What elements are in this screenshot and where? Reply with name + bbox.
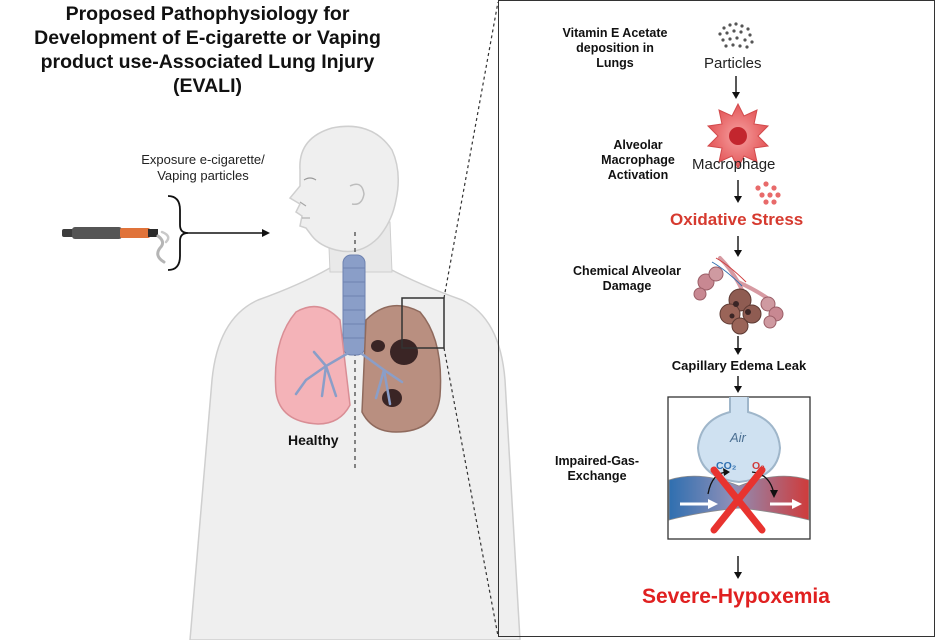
head	[288, 125, 399, 253]
o2-label: O₂	[752, 460, 765, 472]
zoom-line-top	[443, 1, 499, 299]
healthy-label: Healthy	[288, 432, 339, 448]
damaged-lung	[360, 304, 442, 433]
title-line: (EVALI)	[173, 75, 242, 97]
macrophage-icon	[706, 102, 770, 170]
zoom-line-bottom	[443, 347, 499, 637]
step-line: deposition in	[576, 41, 654, 55]
page-title: Proposed Pathophysiology for Development…	[0, 2, 415, 98]
step-line: Exchange	[567, 469, 627, 483]
air-label: Air	[730, 430, 746, 445]
zoom-box	[401, 297, 445, 349]
capillary-label: Capillary Edema Leak	[664, 358, 814, 373]
e-cigarette-icon	[62, 227, 170, 264]
step-line: Damage	[602, 279, 652, 293]
flow-arrows	[732, 76, 742, 579]
trachea	[342, 254, 366, 356]
title-line: Proposed Pathophysiology for	[65, 3, 350, 25]
ros-dots-icon	[755, 181, 781, 205]
co2-label: CO₂	[716, 460, 737, 472]
step-vitamin-label: Vitamin E Acetate deposition in Lungs	[540, 26, 690, 71]
exposure-label: Exposure e-cigarette/ Vaping particles	[128, 152, 278, 184]
exposure-arrowhead	[262, 229, 270, 237]
macrophage-label: Macrophage	[692, 156, 776, 173]
step-alveolar-label: Alveolar Macrophage Activation	[588, 138, 688, 183]
exposure-bracket	[167, 195, 189, 271]
step-line: Capillary Edema Leak	[671, 358, 807, 373]
zoom-panel	[498, 0, 935, 637]
step-line: Vitamin E Acetate	[562, 26, 668, 40]
damaged-alveoli-icon	[693, 256, 784, 335]
title-line: Development of E-cigarette or Vaping	[34, 27, 381, 49]
oxidative-stress-label: Oxidative Stress	[670, 210, 804, 229]
eye	[303, 177, 317, 181]
step-chemical-label: Chemical Alveolar Damage	[562, 264, 692, 294]
exposure-line: Vaping particles	[157, 168, 249, 183]
gas-exchange-diagram	[667, 396, 811, 540]
step-line: Activation	[607, 168, 669, 182]
ear	[349, 183, 365, 206]
block-x-b	[710, 466, 766, 534]
step-line: Impaired-Gas-	[554, 454, 640, 468]
step-gas-label: Impaired-Gas- Exchange	[542, 454, 652, 484]
step-line: Alveolar	[613, 138, 663, 152]
human-body	[189, 125, 521, 640]
exposure-line: Exposure e-cigarette/	[141, 152, 265, 167]
nose-mouth	[299, 201, 310, 219]
particles-icon	[718, 22, 754, 49]
step-line: Chemical Alveolar	[573, 264, 681, 278]
particles-label: Particles	[704, 55, 762, 72]
step-line: Macrophage	[601, 153, 675, 167]
title-line: product use-Associated Lung Injury	[40, 51, 375, 73]
step-line: Lungs	[596, 56, 634, 70]
severe-hypoxemia-label: Severe-Hypoxemia	[642, 585, 830, 608]
healthy-lung	[274, 305, 352, 425]
